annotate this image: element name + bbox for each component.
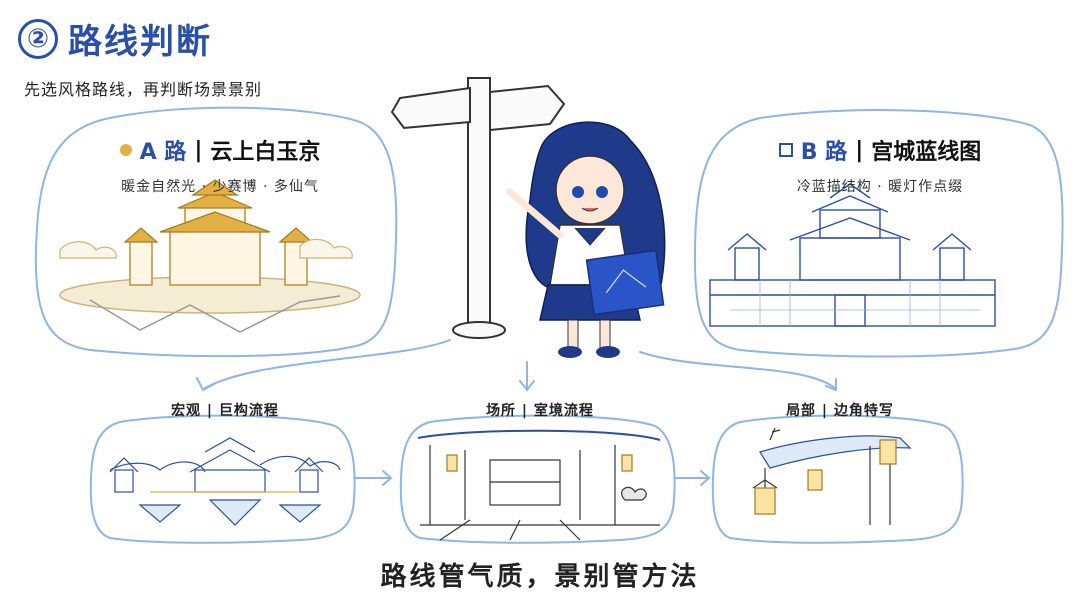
footer-summary: 路线管气质，景别管方法: [380, 562, 700, 592]
route-b-separator: |: [855, 137, 864, 163]
arrow-step-1-to-2-head: [382, 470, 393, 486]
page-header: ② 路线判断: [18, 14, 212, 63]
route-b-bubble: [693, 109, 1064, 358]
route-a-letter: A 路: [139, 140, 187, 165]
route-a-heading: A 路 | 云上白玉京: [50, 134, 390, 166]
step-2-label: 场所 | 室境流程: [486, 403, 594, 419]
route-a-separator: |: [194, 137, 203, 163]
step-3-bubble: [711, 414, 964, 544]
blue-square-icon: [778, 143, 793, 157]
route-a-tagline: 暖金自然光 · 少赛博 · 多仙气: [121, 179, 319, 195]
route-b-tagline: 冷蓝描结构 · 暖灯作点缀: [796, 179, 964, 195]
step-1-bubble: [89, 414, 356, 544]
macro-city-illustration: [109, 437, 341, 526]
page-subtitle: 先选风格路线，再判断场景景别: [24, 80, 263, 99]
gold-dot-icon: [119, 144, 132, 156]
arrow-step-2-to-3-head: [700, 470, 711, 486]
arrow-to-step-3: [639, 351, 836, 389]
step-2-bubble: [399, 414, 676, 544]
golden-palace-illustration: [59, 179, 361, 333]
interior-hall-illustration: [417, 429, 661, 541]
corner-closeup-illustration: [752, 427, 912, 525]
arrow-to-step-2-head: [519, 380, 535, 392]
route-a-name: 云上白玉京: [210, 140, 321, 165]
step-number-badge: ②: [18, 18, 58, 59]
arrow-to-step-1: [204, 339, 451, 389]
guide-character-illustration: [506, 121, 666, 358]
page-title: 路线判断: [68, 22, 212, 62]
blueprint-palace-illustration: [709, 183, 996, 327]
signpost-illustration: [390, 77, 566, 339]
route-b-panel: B 路 | 宫城蓝线图 冷蓝描结构 · 暖灯作点缀: [710, 134, 1050, 196]
route-a-bubble: [34, 106, 398, 358]
step-1-label: 宏观 | 巨构流程: [171, 403, 279, 419]
arrow-to-step-3-head: [825, 378, 837, 392]
route-b-name: 宫城蓝线图: [871, 140, 982, 165]
arrow-to-step-1-head: [196, 377, 215, 392]
route-b-letter: B 路: [800, 140, 848, 165]
route-a-panel: A 路 | 云上白玉京 暖金自然光 · 少赛博 · 多仙气: [50, 134, 390, 196]
route-b-heading: B 路 | 宫城蓝线图: [710, 134, 1050, 166]
step-3-label: 局部 | 边角特写: [786, 403, 894, 419]
